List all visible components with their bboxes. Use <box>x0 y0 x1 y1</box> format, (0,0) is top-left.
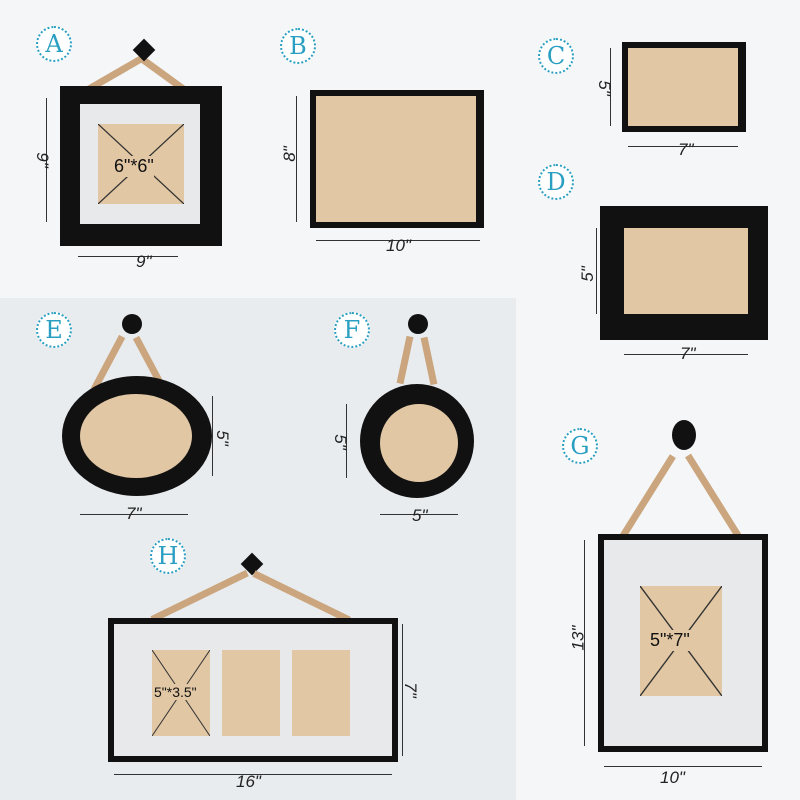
frame-g-width-line <box>604 766 762 767</box>
frame-d-width: 7" <box>680 344 696 363</box>
frame-g-photo-size: 5"*7" <box>650 630 690 651</box>
frame-h-photo-3 <box>292 650 350 736</box>
frame-f-height-line <box>346 404 347 478</box>
frame-h-photo-size: 5"*3.5" <box>154 684 197 700</box>
frame-e-height: 5" <box>212 430 232 446</box>
frame-g-hook <box>672 420 696 450</box>
frame-b-height-line <box>296 96 297 222</box>
frame-g-badge: G <box>562 428 598 464</box>
frame-a-photo: 6"*6" <box>98 124 184 204</box>
frame-d-height-line <box>596 228 597 314</box>
frame-f-width-line <box>380 514 458 515</box>
frame-c-badge: C <box>538 38 574 74</box>
frame-g-strap <box>619 454 676 540</box>
frame-c-height: 5" <box>594 80 614 96</box>
frame-d-width-line <box>624 354 748 355</box>
frame-f-hook <box>408 314 428 334</box>
frame-h-height: 7" <box>400 682 420 698</box>
frame-g-width: 10" <box>660 768 685 787</box>
frame-f-photo <box>380 404 458 482</box>
frame-c-width-line <box>628 146 738 147</box>
frame-e-height-line <box>212 396 213 476</box>
frame-e-width-line <box>80 514 188 515</box>
frame-e-badge: E <box>36 312 72 348</box>
frame-a-height-line <box>46 98 47 222</box>
frame-c-width: 7" <box>678 140 694 159</box>
frame-g-photo: 5"*7" <box>640 586 722 696</box>
frame-a-photo-size: 6"*6" <box>114 156 154 177</box>
frame-b-photo <box>316 96 476 222</box>
frame-g-height-line <box>584 540 585 746</box>
frame-c-photo <box>628 48 738 126</box>
frame-d-height: 5" <box>577 266 597 282</box>
frame-a-badge: A <box>36 26 72 62</box>
frame-e-hook <box>122 314 142 334</box>
frame-f-width: 5" <box>412 506 428 525</box>
frame-d-badge: D <box>538 164 574 200</box>
frame-b-height: 8" <box>279 146 299 162</box>
frame-d-photo <box>624 228 748 314</box>
frame-h-photo-2 <box>222 650 280 736</box>
frame-c-height-line <box>610 48 611 126</box>
frame-b-width: 10" <box>386 236 411 255</box>
frame-f-badge: F <box>334 312 370 348</box>
frame-h-badge: H <box>150 538 186 574</box>
frame-f-height: 5" <box>330 434 350 450</box>
frame-a-height: 9" <box>32 152 52 168</box>
frame-e-photo <box>80 394 192 478</box>
frame-h-width-line <box>114 774 392 775</box>
frame-b-badge: B <box>280 28 316 64</box>
frame-g-height: 13" <box>568 625 588 651</box>
frame-e-width: 7" <box>126 504 142 523</box>
frame-g-strap <box>685 453 742 539</box>
frame-h-photo-1: 5"*3.5" <box>152 650 210 736</box>
frame-h-height-line <box>402 624 403 756</box>
frame-h-width: 16" <box>236 772 261 791</box>
frame-a-width: 9" <box>136 252 152 271</box>
frame-a-width-line <box>78 256 178 257</box>
frame-b-width-line <box>316 240 480 241</box>
